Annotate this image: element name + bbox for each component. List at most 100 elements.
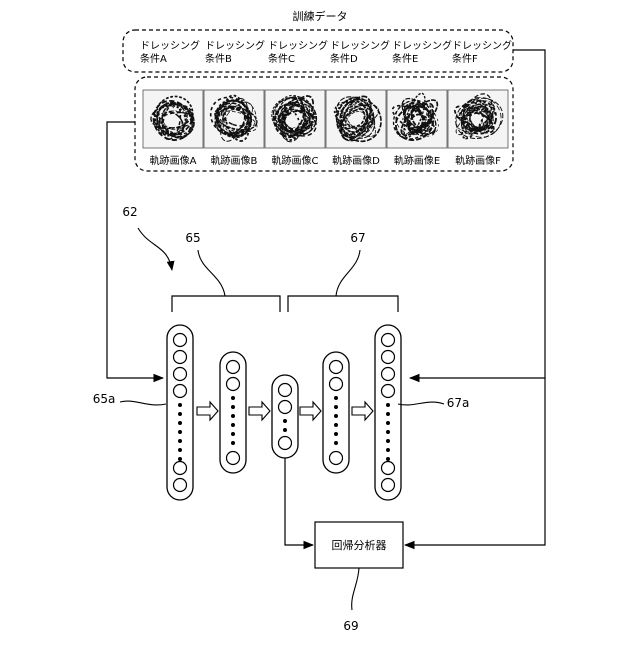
trajectory-image: 軌跡画像C	[265, 89, 325, 167]
flow-arrow	[197, 402, 218, 420]
condition-line1: ドレッシング	[268, 39, 328, 52]
trajectory-image-label: 軌跡画像F	[455, 154, 501, 167]
ellipsis-dot	[231, 405, 235, 409]
ellipsis-dot	[231, 432, 235, 436]
neuron-node	[330, 361, 343, 374]
flow-arrow	[300, 402, 321, 420]
neuron-node	[174, 351, 187, 364]
ellipsis-dot	[386, 403, 390, 407]
ref-encoder-label: 65	[185, 231, 200, 245]
ellipsis-dot	[178, 421, 182, 425]
ellipsis-dot	[386, 439, 390, 443]
ellipsis-dot	[231, 414, 235, 418]
ellipsis-dot	[386, 457, 390, 461]
ref-decoder-label: 67	[350, 231, 365, 245]
ellipsis-dot	[386, 421, 390, 425]
neuron-node	[279, 401, 292, 414]
output-layer	[375, 325, 401, 500]
ellipsis-dot	[334, 396, 338, 400]
flow-arrow	[352, 402, 373, 420]
ellipsis-dot	[334, 441, 338, 445]
ref-encoder-leader	[198, 250, 225, 296]
ref-network-label: 62	[122, 205, 137, 219]
encoder-hidden-layer	[220, 352, 246, 473]
neuron-node	[174, 385, 187, 398]
condition-line1: ドレッシング	[205, 39, 265, 52]
neuron-node	[227, 452, 240, 465]
ellipsis-dot	[231, 396, 235, 400]
ellipsis-dot	[178, 457, 182, 461]
ref-regressor-leader	[352, 568, 359, 610]
ellipsis-dot	[178, 412, 182, 416]
ref-network-leader	[138, 228, 172, 270]
ellipsis-dot	[334, 423, 338, 427]
condition-line2: 条件B	[205, 52, 232, 65]
trajectory-images-group: 軌跡画像A 軌跡画像B 軌跡画像C 軌跡画像D 軌跡画像E 軌跡画像F	[143, 89, 509, 167]
neuron-node	[174, 462, 187, 475]
ellipsis-dot	[386, 448, 390, 452]
condition-line1: ドレッシング	[452, 39, 512, 52]
ellipsis-dot	[334, 414, 338, 418]
ellipsis-dot	[231, 441, 235, 445]
neuron-node	[382, 479, 395, 492]
ellipsis-dot	[334, 405, 338, 409]
neuron-node	[279, 384, 292, 397]
neuron-node	[174, 334, 187, 347]
conditions-group: ドレッシング条件Aドレッシング条件Bドレッシング条件Cドレッシング条件Dドレッシ…	[140, 39, 512, 65]
ellipsis-dot	[178, 439, 182, 443]
trajectory-image-label: 軌跡画像C	[272, 154, 319, 167]
input-layer	[167, 325, 193, 500]
condition-line1: ドレッシング	[330, 39, 390, 52]
ellipsis-dot	[386, 430, 390, 434]
neuron-node	[382, 385, 395, 398]
trajectory-image-label: 軌跡画像D	[332, 154, 380, 167]
ref-output-layer-leader	[398, 402, 444, 405]
ref-regressor-label: 69	[343, 619, 358, 633]
trajectory-image-label: 軌跡画像A	[150, 154, 197, 167]
trajectory-image: 軌跡画像E	[386, 90, 447, 167]
neuron-node	[330, 452, 343, 465]
neuron-node	[174, 479, 187, 492]
condition-line2: 条件E	[392, 52, 418, 65]
latent-to-regressor-arrow	[285, 458, 313, 545]
ref-decoder-leader	[336, 250, 360, 296]
neuron-node	[382, 334, 395, 347]
trajectory-image: 軌跡画像B	[203, 90, 264, 167]
condition-line2: 条件F	[452, 52, 478, 65]
trajectory-image: 軌跡画像D	[326, 89, 389, 167]
condition-line2: 条件C	[268, 52, 295, 65]
decoder-hidden-layer	[323, 352, 349, 473]
latent-layer	[272, 375, 298, 458]
neuron-node	[174, 368, 187, 381]
regressor-label: 回帰分析器	[332, 538, 387, 552]
ellipsis-dot	[283, 428, 287, 432]
encoder-bracket	[172, 296, 280, 312]
neuron-node	[382, 351, 395, 364]
trajectory-image: 軌跡画像F	[448, 89, 509, 167]
condition-line1: ドレッシング	[392, 39, 452, 52]
ellipsis-dot	[386, 412, 390, 416]
condition-line2: 条件A	[140, 52, 167, 65]
neuron-node	[382, 368, 395, 381]
neuron-node	[330, 378, 343, 391]
trajectory-image: 軌跡画像A	[143, 89, 203, 167]
ellipsis-dot	[231, 423, 235, 427]
ref-input-layer-leader	[120, 401, 166, 405]
training-data-title: 訓練データ	[293, 9, 348, 23]
decoder-bracket	[288, 296, 398, 312]
ref-input-layer-label: 65a	[93, 392, 116, 406]
neuron-node	[227, 361, 240, 374]
trajectory-image-label: 軌跡画像E	[394, 154, 440, 167]
ellipsis-dot	[178, 448, 182, 452]
ellipsis-dot	[334, 432, 338, 436]
ellipsis-dot	[178, 403, 182, 407]
neuron-node	[382, 462, 395, 475]
ellipsis-dot	[178, 430, 182, 434]
neuron-node	[227, 378, 240, 391]
neuron-node	[279, 437, 292, 450]
trajectory-image-label: 軌跡画像B	[211, 154, 258, 167]
ref-output-layer-label: 67a	[447, 396, 470, 410]
flow-arrow	[249, 402, 270, 420]
condition-line1: ドレッシング	[140, 39, 200, 52]
